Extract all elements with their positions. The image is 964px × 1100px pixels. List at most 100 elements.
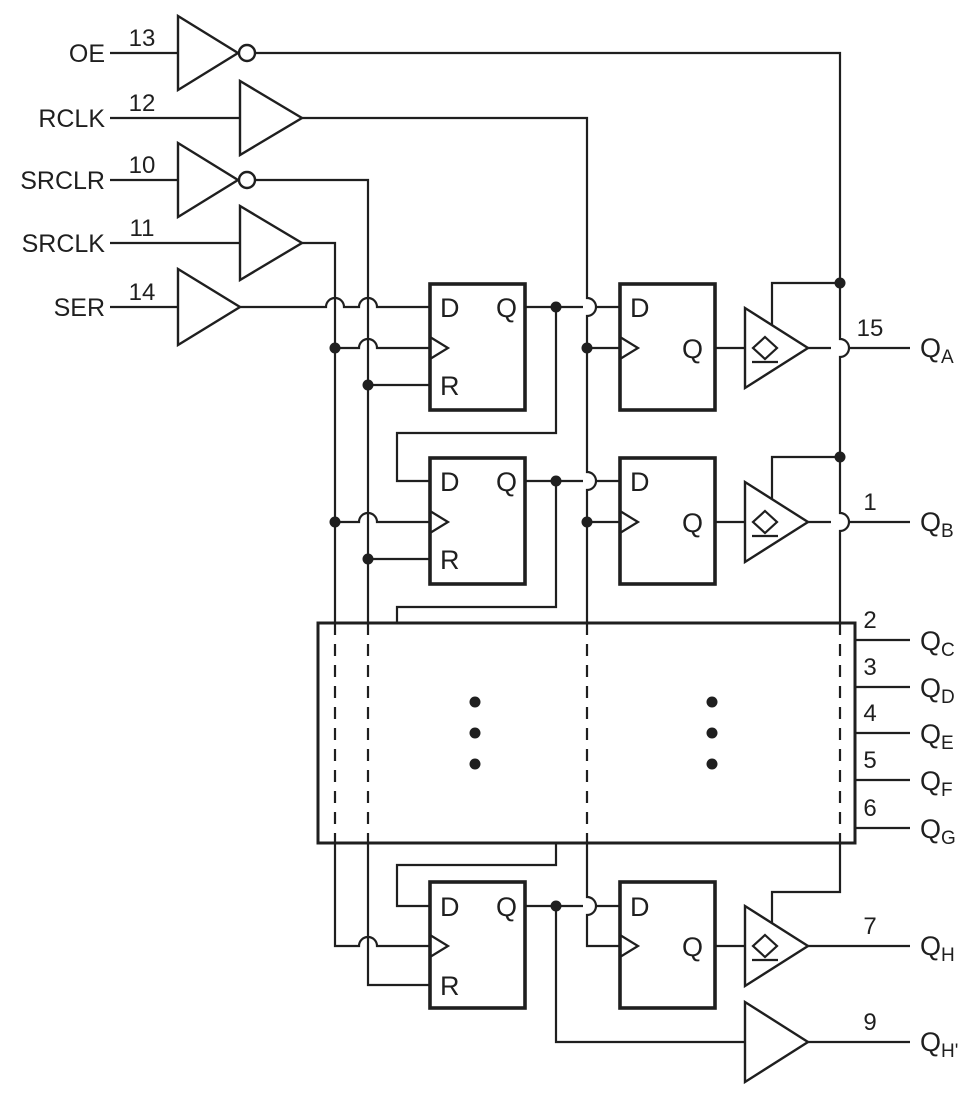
wire-rclk-rail-bottom	[585, 843, 620, 948]
pin-label-1: 1	[863, 489, 876, 516]
shift-ff-b: D Q R	[428, 456, 527, 586]
shift-ff-b-q-label: Q	[496, 467, 517, 497]
shift-ff-h-q-label: Q	[496, 892, 517, 922]
srclk-buffer-gate	[238, 203, 305, 283]
ellipsis-dot	[706, 758, 718, 770]
shift-ff-a-d-label: D	[440, 293, 460, 323]
wire-qh-to-qhprime	[554, 906, 745, 1044]
three-state-diamond-icon	[751, 509, 779, 535]
pin-label-13: 13	[129, 25, 156, 52]
wire-route-b-to-bus	[395, 481, 558, 623]
shift-ff-a: D Q R	[428, 282, 527, 412]
pin-label-4: 4	[863, 700, 876, 727]
clock-wedge-icon	[429, 934, 451, 958]
wire-srclr-rail-bottom	[366, 843, 430, 987]
clock-wedge-icon	[429, 336, 451, 360]
rclk-buffer-gate	[238, 78, 305, 158]
three-state-diamond-icon	[751, 335, 779, 361]
junction-dot	[550, 900, 562, 912]
shift-ff-h-r-label: R	[440, 971, 460, 1001]
storage-ff-h: D Q	[618, 880, 717, 1010]
oe-inverter-gate	[176, 13, 241, 93]
ellipsis-dot	[469, 696, 481, 708]
repeated-stages-box	[316, 621, 857, 845]
output-buffer-a	[743, 305, 811, 391]
output-buffer-h	[743, 903, 811, 989]
shift-ff-h-d-label: D	[440, 892, 460, 922]
storage-ff-a-d-label: D	[630, 293, 650, 323]
shift-ff-a-q-label: Q	[496, 293, 517, 323]
wire-rclk-rail	[302, 116, 598, 623]
input-label-srclk: SRCLK	[22, 230, 106, 258]
wire-srclr-rail	[255, 178, 370, 623]
output-label-qh: QH	[920, 931, 955, 966]
ellipsis-dot	[706, 696, 718, 708]
pin-label-15: 15	[857, 315, 884, 342]
storage-ff-h-q-label: Q	[682, 932, 703, 962]
clock-wedge-icon	[619, 934, 641, 958]
junction-dot	[834, 277, 846, 289]
three-state-diamond-icon	[751, 933, 779, 959]
input-label-rclk: RCLK	[38, 105, 105, 133]
storage-ff-b: D Q	[618, 456, 717, 586]
ellipsis-dot	[706, 727, 718, 739]
output-label-qa: QA	[920, 333, 954, 368]
wire-route-a-to-b	[395, 307, 558, 483]
ser-buffer-gate	[176, 266, 243, 348]
junction-dot	[362, 379, 374, 391]
ellipsis-dots-left	[469, 696, 481, 770]
junction-dot	[329, 516, 341, 528]
pin-label-11: 11	[130, 215, 155, 242]
input-label-ser: SER	[54, 294, 105, 322]
wire-ser-to-ffa	[240, 296, 430, 309]
wire-srclk-rail	[302, 241, 337, 623]
output-label-qg: QG	[920, 814, 956, 849]
wire-clock-a	[335, 337, 430, 350]
wire-srclk-rail-bottom	[333, 843, 430, 948]
storage-ff-h-d-label: D	[630, 892, 650, 922]
pin-label-2: 2	[863, 607, 876, 634]
pin-label-6: 6	[863, 795, 876, 822]
output-labels: 15 QA 1 QB 2 QC 3 QD 4 QE 5 QF 6 QG 7 QH…	[857, 315, 959, 1062]
storage-ff-b-q-label: Q	[682, 508, 703, 538]
wire-clock-b	[335, 511, 430, 524]
input-label-srclr: SRCLR	[20, 167, 105, 195]
pin-label-12: 12	[129, 90, 156, 117]
storage-ff-a: D Q	[618, 282, 717, 412]
shift-ff-a-r-label: R	[440, 371, 460, 401]
output-buffer-b	[743, 479, 811, 565]
srclr-inverter-bubble-icon	[237, 170, 257, 190]
pin-label-3: 3	[863, 654, 876, 681]
wire-oe-enable-b	[770, 455, 840, 499]
junction-dot	[581, 342, 593, 354]
output-label-qd: QD	[920, 673, 955, 708]
junction-dots	[329, 277, 846, 912]
pin-label-9: 9	[863, 1009, 876, 1036]
junction-dot	[581, 516, 593, 528]
output-label-qe: QE	[920, 719, 954, 754]
wire-route-bus-to-h	[395, 843, 558, 908]
srclr-inverter-gate	[176, 140, 241, 220]
pin-label-10: 10	[129, 152, 156, 179]
junction-dot	[550, 301, 562, 313]
qhprime-buffer-gate	[743, 999, 811, 1085]
clock-wedge-icon	[429, 510, 451, 534]
shift-ff-b-r-label: R	[440, 545, 460, 575]
storage-ff-a-q-label: Q	[682, 334, 703, 364]
output-label-qc: QC	[920, 626, 955, 661]
ellipsis-dot	[469, 727, 481, 739]
shift-ff-b-d-label: D	[440, 467, 460, 497]
pin-label-5: 5	[863, 747, 876, 774]
pin-label-7: 7	[863, 913, 876, 940]
junction-dot	[550, 475, 562, 487]
pin-label-14: 14	[129, 279, 156, 306]
clock-wedge-icon	[619, 510, 641, 534]
input-gates	[176, 13, 305, 348]
clock-wedge-icon	[619, 336, 641, 360]
junction-dot	[329, 342, 341, 354]
output-label-qb: QB	[920, 507, 954, 542]
output-label-qhprime: QH'	[920, 1027, 958, 1062]
shift-ff-h: D Q R	[428, 880, 527, 1010]
oe-inverter-bubble-icon	[237, 43, 257, 63]
